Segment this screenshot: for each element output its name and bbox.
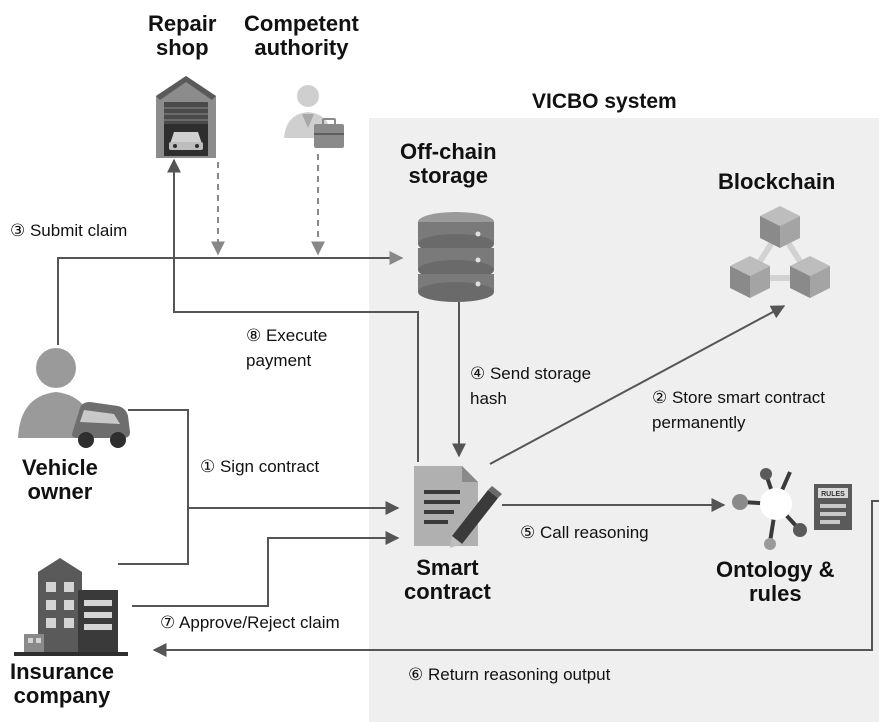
- system-title: VICBO system: [532, 90, 677, 113]
- step-3-submit-claim-label: ③ Submit claim: [10, 221, 128, 240]
- authority-person-icon: [284, 85, 344, 148]
- arrow-sign-contract-owner: [118, 409, 189, 565]
- ontology-rules-label: Ontology & rules: [716, 557, 835, 607]
- arrow-submit-claim: [57, 251, 404, 345]
- repair-shop-label: Repair shop: [148, 11, 217, 61]
- blockchain-cubes-icon: [730, 206, 830, 298]
- step-4-send-storage-hash-label: ④ Send storage hash: [470, 364, 592, 408]
- arrow-return-reasoning: [152, 500, 879, 657]
- step-5-call-reasoning-label: ⑤ Call reasoning: [520, 523, 649, 542]
- step-1-sign-contract-label: ① Sign contract: [200, 457, 320, 476]
- step-2-store-contract-label: ② Store smart contract permanently: [652, 388, 826, 432]
- vehicle-owner-label: Vehicle owner: [22, 455, 98, 505]
- rules-badge-text: RULES: [821, 491, 845, 498]
- vehicle-owner-icon: [18, 348, 130, 448]
- smart-contract-document-icon: [414, 466, 502, 548]
- insurance-building-icon: [14, 558, 128, 656]
- blockchain-label: Blockchain: [718, 169, 836, 194]
- arrow-approve-reject: [132, 531, 400, 607]
- competent-authority-label: Competent authority: [244, 11, 359, 61]
- garage-icon: [156, 76, 216, 158]
- smart-contract-label: Smart contract: [404, 555, 491, 605]
- ontology-rules-icon: RULES: [732, 468, 852, 550]
- database-icon: [418, 212, 494, 302]
- insurance-company-label: Insurance company: [10, 659, 114, 709]
- step-6-return-reasoning-label: ⑥ Return reasoning output: [408, 665, 611, 684]
- step-8-execute-payment-label: ⑧ Execute payment: [246, 326, 328, 370]
- arrow-store-contract: [489, 305, 786, 465]
- arrow-execute-payment: [167, 158, 419, 462]
- off-chain-storage-label: Off-chain storage: [400, 139, 497, 189]
- step-7-approve-reject-label: ⑦ Approve/Reject claim: [160, 613, 340, 632]
